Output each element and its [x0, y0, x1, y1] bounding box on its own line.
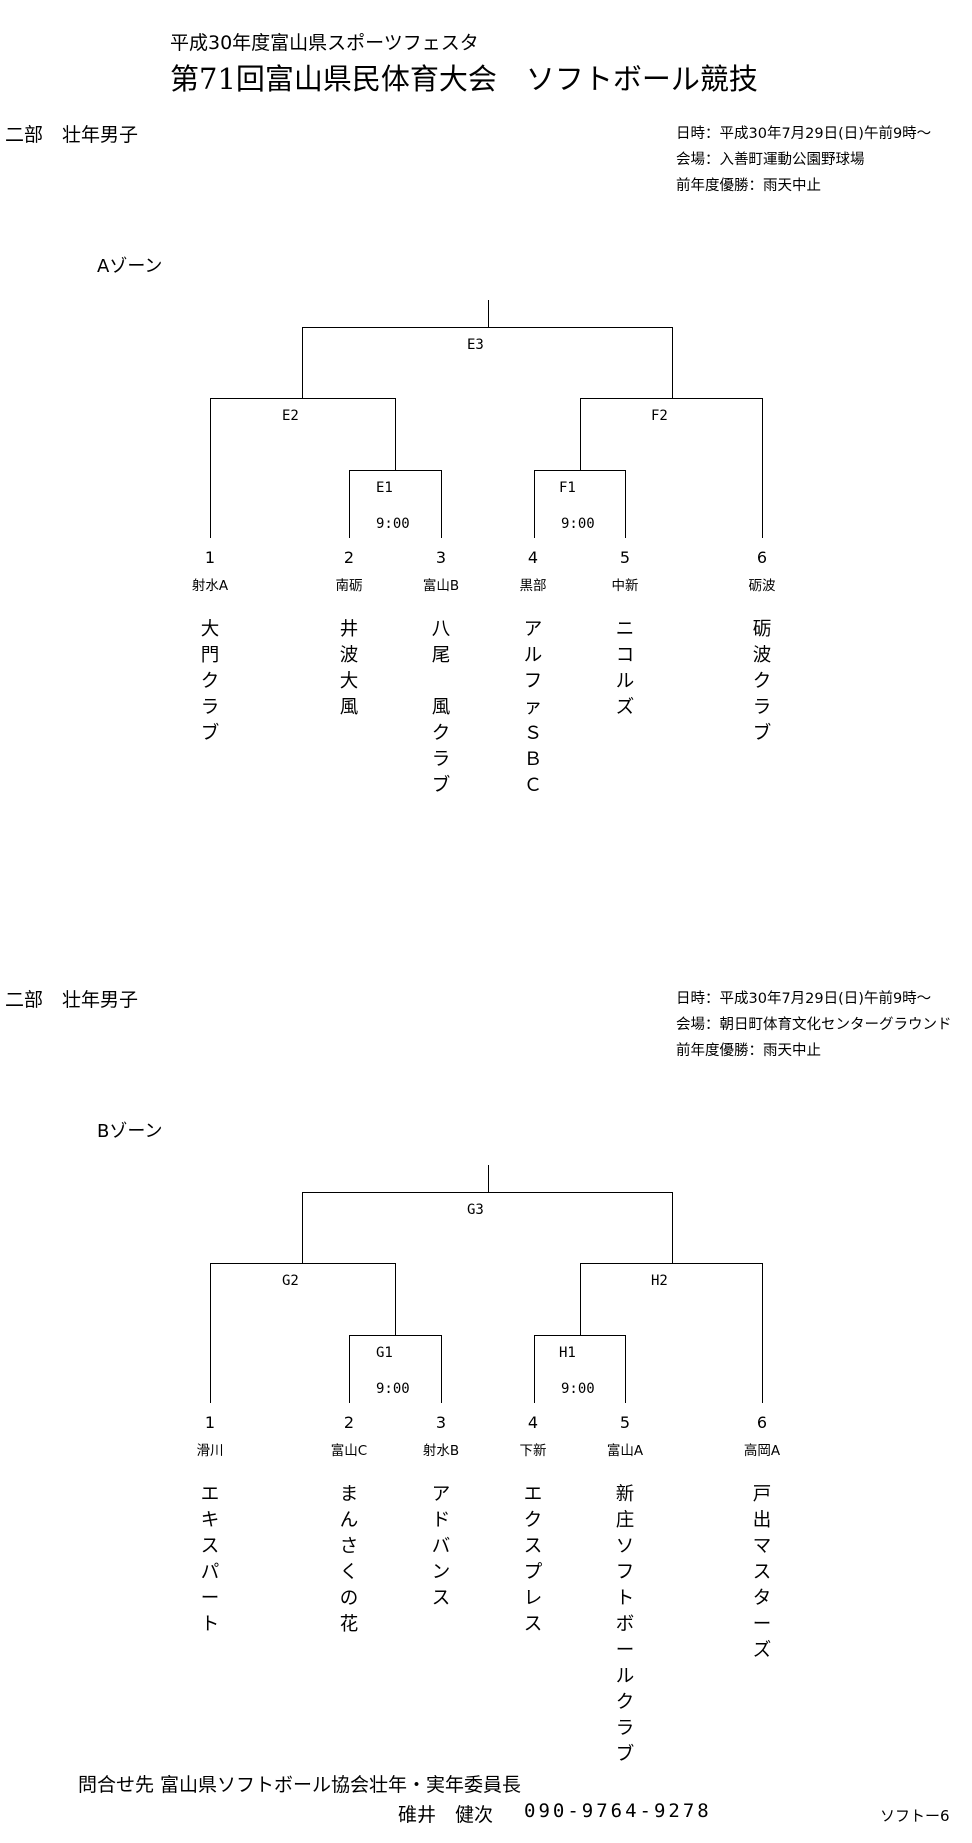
match-label-right-semi: H2: [651, 1273, 668, 1289]
page-id: ソフトー6: [880, 1807, 950, 1825]
event-info-line: 日時：平成30年7月29日(日)午前9時～: [676, 991, 932, 1007]
team-name: 砺波クラブ: [752, 619, 772, 744]
bracket-left-mid: [395, 398, 396, 471]
match-label-final: E3: [467, 337, 484, 353]
area-name: 滑川: [196, 1443, 224, 1459]
match-time-right: 9:00: [561, 1381, 595, 1397]
contact-phone: 090-9764-9278: [524, 1800, 712, 1822]
bracket-left-bar: [210, 398, 396, 399]
team-name: 戸出マスターズ: [752, 1484, 772, 1661]
team-name: 八尾 風クラブ: [431, 619, 451, 796]
event-info-line: 会場：入善町運動公園野球場: [676, 152, 865, 168]
event-info-line: 会場：朝日町体育文化センターグラウンド: [676, 1017, 952, 1033]
team-name: エクスプレス: [523, 1484, 543, 1635]
bracket-right-inner-bar: [534, 470, 626, 471]
contact-name: 碓井 健次: [398, 1804, 494, 1826]
page-title: 第71回富山県民体育大会 ソフトボール競技: [170, 62, 758, 96]
seed-number: 4: [527, 1413, 539, 1432]
match-label-right-first: F1: [559, 480, 576, 496]
seed-number: 6: [756, 548, 768, 567]
team-name: 大門クラブ: [200, 619, 220, 744]
bracket-right-inner-b: [625, 470, 626, 538]
bracket-right-drop: [672, 1192, 673, 1264]
area-name: 富山C: [330, 1443, 368, 1459]
bracket-left-inner-a: [349, 470, 350, 538]
bracket-left-inner-b: [441, 470, 442, 538]
match-label-left-semi: G2: [282, 1273, 299, 1289]
bracket-right-inner-bar: [534, 1335, 626, 1336]
match-label-left-first: G1: [376, 1345, 393, 1361]
match-time-left: 9:00: [376, 1381, 410, 1397]
bracket-top-bar: [302, 327, 673, 328]
area-name: 南砺: [335, 578, 363, 594]
bracket-right-mid: [580, 1263, 581, 1336]
bracket-left-drop: [302, 327, 303, 399]
division-heading: 二部 壮年男子: [5, 989, 139, 1011]
seed-number: 5: [619, 1413, 631, 1432]
area-name: 砺波: [748, 578, 776, 594]
seed-number: 2: [343, 1413, 355, 1432]
event-info-line: 前年度優勝：雨天中止: [676, 178, 821, 194]
area-name: 中新: [611, 578, 639, 594]
bracket-top-bar: [302, 1192, 673, 1193]
team-name: ニコルズ: [615, 619, 635, 718]
bracket-left-inner-bar: [349, 470, 442, 471]
seed-number: 2: [343, 548, 355, 567]
subtitle: 平成30年度富山県スポーツフェスタ: [170, 32, 479, 54]
area-name: 高岡A: [743, 1443, 781, 1459]
seed-number: 5: [619, 548, 631, 567]
event-info-line: 日時：平成30年7月29日(日)午前9時～: [676, 126, 932, 142]
bracket-left-bar: [210, 1263, 396, 1264]
bracket-left-outer: [210, 1263, 211, 1403]
area-name: 射水A: [191, 578, 229, 594]
seed-number: 1: [204, 1413, 216, 1432]
match-label-left-first: E1: [376, 480, 393, 496]
team-name: まんさくの花: [339, 1484, 359, 1635]
bracket-right-inner-b: [625, 1335, 626, 1403]
bracket-right-bar: [580, 1263, 763, 1264]
area-name: 射水B: [422, 1443, 460, 1459]
bracket-stem: [488, 1165, 489, 1192]
bracket-stem: [488, 300, 489, 327]
bracket-left-mid: [395, 1263, 396, 1336]
bracket-left-drop: [302, 1192, 303, 1264]
area-name: 黒部: [519, 578, 547, 594]
seed-number: 6: [756, 1413, 768, 1432]
bracket-right-drop: [672, 327, 673, 399]
bracket-left-inner-bar: [349, 1335, 442, 1336]
area-name: 下新: [519, 1443, 547, 1459]
bracket-left-inner-b: [441, 1335, 442, 1403]
match-time-right: 9:00: [561, 516, 595, 532]
zone-label: Aゾーン: [97, 256, 163, 277]
seed-number: 3: [435, 1413, 447, 1432]
match-time-left: 9:00: [376, 516, 410, 532]
seed-number: 3: [435, 548, 447, 567]
match-label-right-first: H1: [559, 1345, 576, 1361]
match-label-left-semi: E2: [282, 408, 299, 424]
bracket-right-inner-a: [534, 1335, 535, 1403]
division-heading: 二部 壮年男子: [5, 124, 139, 146]
bracket-right-mid: [580, 398, 581, 471]
bracket-right-bar: [580, 398, 763, 399]
bracket-left-outer: [210, 398, 211, 538]
area-name: 富山B: [422, 578, 460, 594]
team-name: アドバンス: [431, 1484, 451, 1609]
team-name: エキスパート: [200, 1484, 220, 1635]
zone-label: Bゾーン: [97, 1121, 163, 1142]
bracket-left-inner-a: [349, 1335, 350, 1403]
team-name: 井波大風: [339, 619, 359, 718]
area-name: 富山A: [606, 1443, 644, 1459]
seed-number: 1: [204, 548, 216, 567]
event-info-line: 前年度優勝：雨天中止: [676, 1043, 821, 1059]
contact-label: 問合せ先 富山県ソフトボール協会壮年・実年委員長: [78, 1774, 522, 1796]
team-name: 新庄ソフトボールクラブ: [615, 1484, 635, 1765]
match-label-final: G3: [467, 1202, 484, 1218]
seed-number: 4: [527, 548, 539, 567]
bracket-right-outer: [762, 398, 763, 538]
bracket-right-inner-a: [534, 470, 535, 538]
match-label-right-semi: F2: [651, 408, 668, 424]
bracket-right-outer: [762, 1263, 763, 1403]
